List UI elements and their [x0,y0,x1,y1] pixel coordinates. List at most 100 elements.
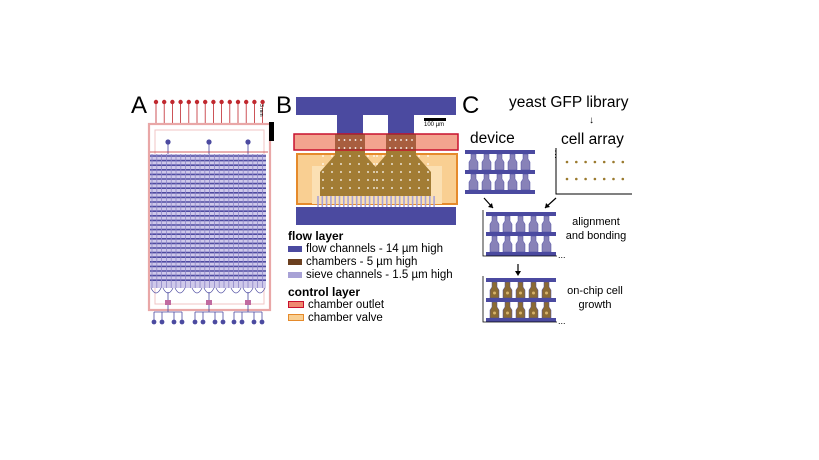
flow-bar [486,252,556,256]
cell-array-dot [593,160,597,164]
legend-flow-header: flow layer [288,229,344,243]
cell-dot [427,171,429,173]
cell-dot [340,171,342,173]
legend-label: chamber outlet [308,299,385,311]
cell-dot [349,147,351,149]
device-unit [520,153,531,171]
swatch-chambers [288,258,302,265]
cell-dot [427,187,429,189]
cell-dot [418,155,420,157]
flow-bar [486,232,556,236]
cell-array-dot [602,177,606,181]
cell-dot [389,139,391,141]
cell-dot [322,163,324,165]
cell-dot [418,171,420,173]
device-unit [528,235,539,253]
cell-dot [409,163,411,165]
cell-dot [409,187,411,189]
cell-array-dot [584,177,587,181]
legend-label: sieve channels - 1.5 µm high [306,269,453,281]
cell-dot [367,179,369,181]
cell-array-dot [621,177,625,181]
device-unit [541,281,552,299]
flow-loop [230,287,242,294]
flow-bar [486,212,556,216]
cell-dot [391,187,393,189]
flow-outlet-dot [151,319,157,325]
swatch-outlet [288,301,304,309]
cell-dot [367,187,369,189]
device-unit [541,301,552,319]
cell-dot [322,179,324,181]
cell-dot [400,155,402,157]
flow-outlet-dot [231,319,237,325]
array-frame [482,276,557,323]
cell-dot [349,163,351,165]
cell-dot [411,139,413,141]
cell-array-dot [612,160,615,164]
cell-dot [358,155,360,157]
flow-outlet-dot [159,319,165,325]
cell-dot [340,155,342,157]
cell-dot [373,155,375,157]
arrow-down-icon: ↓ [589,115,594,126]
control-inlet-dot [227,99,232,105]
flow-bar [486,318,556,322]
cell-dot [331,171,333,173]
cell-dot [373,171,375,173]
ellipsis: ... [558,250,566,260]
cell-dot [376,179,378,181]
swatch-valve [288,314,304,322]
cell-dot [493,291,496,295]
flow-outlet-dot [179,319,185,325]
chip-outline [147,122,272,312]
cell-array-dot [565,160,569,164]
cell-dot [506,291,509,295]
cell-dot [400,171,402,173]
device-unit [489,281,500,299]
cell-dot [331,179,333,181]
cell-dot [343,147,346,149]
cell-dot [349,187,351,189]
scale-bar-b [424,118,446,121]
control-inlet-dot [244,99,249,105]
cell-dot [349,171,351,173]
cell-dot [394,147,397,149]
control-inlet-dot [162,99,167,105]
cell-dot [506,311,509,315]
step-growth-line: on-chip cell [567,285,623,297]
cell-dot [382,155,384,157]
cell-dot [409,179,411,181]
flow-loop [215,287,227,294]
panel-b-letter: B [276,92,292,119]
control-inlets [153,99,265,124]
swatch-flow [288,245,302,252]
legend-label: chamber valve [308,312,383,324]
cell-dot [367,163,369,165]
cell-dot [405,139,408,141]
device-unit [502,281,513,299]
device-unit [515,281,526,299]
device-unit [528,215,539,233]
cell-dot [322,171,324,173]
cell-array-dot [593,177,597,181]
cell-dot [376,171,378,173]
cell-dot [331,187,333,189]
cell-dot [349,179,351,181]
cell-dot [545,291,548,295]
device-unit [494,153,505,171]
device-unit [507,153,518,171]
control-inlet-dot [211,99,216,105]
cell-dot [519,311,522,315]
cell-dot [358,179,360,181]
flow-outlet-dot [200,319,206,325]
cell-dot [389,147,391,149]
control-inlet-dot [203,99,208,105]
cell-dot [367,171,369,173]
panel-a-letter: A [131,92,147,119]
cell-dot [411,147,413,149]
device-unit [481,153,492,171]
cell-dot [358,187,360,189]
cell-dot [418,187,420,189]
